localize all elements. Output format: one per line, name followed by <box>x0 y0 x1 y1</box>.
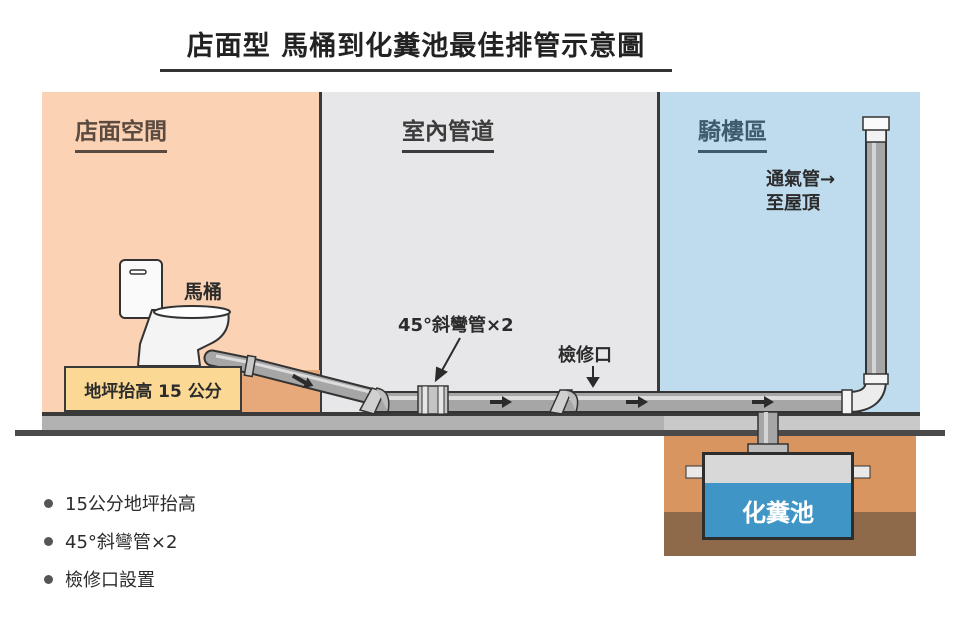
cleanout-fitting <box>548 389 579 415</box>
arrow-down-icon <box>586 366 600 388</box>
zone-divider <box>657 92 660 414</box>
zone-divider <box>319 92 322 414</box>
right-arrow-icon <box>490 396 512 408</box>
vent-pipe <box>841 116 890 415</box>
elbow-label: 45°斜彎管×2 <box>398 315 514 336</box>
bullet-icon <box>44 498 53 508</box>
elbow-fitting <box>358 387 390 415</box>
floor-line <box>42 412 920 416</box>
list-item: 15公分地坪抬高 <box>44 484 196 522</box>
toilet-icon <box>119 259 231 367</box>
bullet-icon <box>44 536 53 546</box>
right-arrow-icon <box>626 396 648 408</box>
elbow-fitting <box>417 385 449 415</box>
arcade-slab <box>664 416 920 432</box>
tank-air-space <box>705 455 851 483</box>
floor-raise-label: 地坪抬高 15 公分 <box>64 366 242 412</box>
sloped-drain-pipe <box>203 349 379 405</box>
vent-label-line1: 通氣管→ <box>766 169 836 190</box>
cleanout-label: 檢修口 <box>558 345 612 366</box>
toilet-label: 馬桶 <box>184 281 223 303</box>
ground-line <box>15 430 945 436</box>
list-item: 45°斜彎管×2 <box>44 522 196 560</box>
zone-label-arcade: 騎樓區 <box>698 112 767 153</box>
septic-tank-label: 化糞池 <box>742 499 814 527</box>
summary-list: 15公分地坪抬高 45°斜彎管×2 檢修口設置 <box>44 484 196 598</box>
main-drain-pipe <box>358 385 861 415</box>
bullet-icon <box>44 574 53 584</box>
list-item: 檢修口設置 <box>44 560 196 598</box>
vent-pipe-label: 通氣管→ 至屋頂 <box>766 168 835 216</box>
zone-label-duct: 室內管道 <box>402 112 494 153</box>
right-arrow-icon <box>752 396 774 408</box>
floor-slab <box>42 416 666 432</box>
septic-tank: 化糞池 <box>702 452 854 540</box>
zone-indoor-duct <box>322 92 658 414</box>
arrow-pointer-icon <box>434 337 461 383</box>
zone-label-shop: 店面空間 <box>75 112 167 153</box>
diagram-title: 店面型 馬桶到化糞池最佳排管示意圖 <box>160 24 672 72</box>
vent-label-line2: 至屋頂 <box>766 193 820 214</box>
right-arrow-icon <box>291 373 314 389</box>
